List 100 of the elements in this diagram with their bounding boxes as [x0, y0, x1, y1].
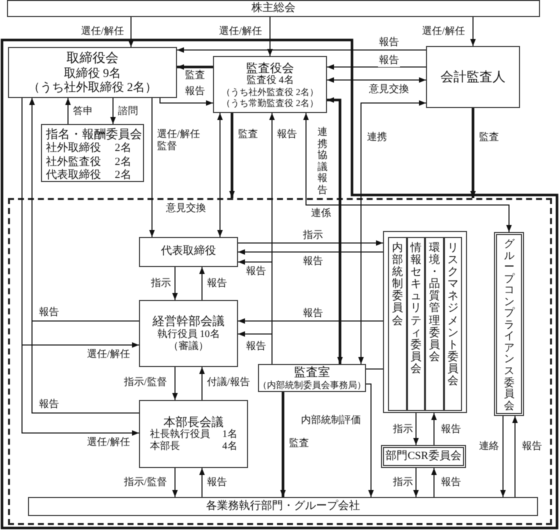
node-title: 代表取締役 [161, 245, 216, 259]
arrow [172, 366, 178, 400]
edge-label: 指示/監督 [123, 477, 168, 488]
arrow [172, 266, 178, 300]
edge-label: 意見交換 [165, 203, 207, 214]
edge-label: 指示 [392, 424, 414, 436]
committee-column [406, 237, 425, 411]
node-title: 環境・品質管理委員会 [428, 242, 440, 363]
arrow [110, 98, 116, 124]
committee-group-box [383, 231, 467, 413]
arrow [470, 108, 476, 198]
node-text: （うち社外監査役 2名） [222, 86, 318, 98]
edge-label: 報告 [38, 399, 60, 410]
arrow [238, 249, 384, 255]
committee-column [444, 237, 462, 411]
edge-label: 報告 [378, 55, 400, 66]
arrow [326, 64, 426, 70]
arrow [65, 98, 71, 124]
edge-label: 連携協議報告 [316, 127, 329, 196]
arrow [470, 16, 476, 46]
edge-label: 報告 [245, 341, 267, 352]
arrow [229, 113, 235, 198]
edge-label: 諮問 [117, 106, 139, 118]
edge-label: 連係 [310, 208, 332, 220]
node-title: 部門CSR委員会 [386, 450, 462, 464]
audit-office-box [258, 364, 366, 392]
arrow [512, 416, 518, 498]
committee-box [41, 124, 144, 182]
node-title: 会計監査人 [440, 69, 506, 85]
compliance-committee-box [494, 232, 524, 416]
edge-label: 監査 [478, 132, 500, 144]
edge-label: 選任/解任 [80, 26, 125, 38]
arrow [160, 98, 214, 106]
edge-label: 意見交換 [368, 84, 410, 96]
arrow [431, 468, 437, 498]
edge-label: 内部統制評価 [300, 415, 362, 426]
edge-label: 連絡 [478, 441, 500, 452]
arrow [128, 16, 134, 48]
node-title: 取締役会 [66, 50, 118, 66]
node-text: 監査役 4名 [246, 74, 294, 87]
edge-label: 報告 [184, 86, 206, 98]
edge-label: 報告 [38, 307, 60, 318]
edge-label: 選任/解任 [86, 437, 131, 448]
arrow [176, 47, 426, 53]
committee-column [388, 237, 406, 411]
edge-label: 指示 [392, 477, 414, 488]
arrow [238, 240, 384, 246]
node-title: 本部長会議 [164, 414, 224, 429]
edge-label: 報告 [206, 278, 228, 290]
arrow [366, 384, 374, 498]
executive-box [139, 237, 238, 267]
node-text: 代表取締役 2名 [46, 168, 132, 182]
arrow [199, 266, 205, 300]
node-text: （うち常勤監査役 2名） [222, 98, 318, 108]
node-title: 経営幹部会議 [152, 314, 224, 328]
node-text: 取締役 9名 [64, 66, 121, 80]
node-title: リスクマネジメント委員会 [447, 242, 458, 388]
node-title: 監査役会 [246, 60, 294, 74]
division-bar [28, 497, 538, 516]
arrow [500, 416, 506, 498]
arrow [327, 97, 343, 364]
arrow [413, 468, 419, 498]
node-title: 内部統制委員会 [392, 242, 403, 327]
committee-column [425, 237, 444, 411]
edge-label: 監査 [184, 70, 206, 82]
edge-label: 報告 [206, 477, 228, 488]
node-title: 指名・報酬委員会 [46, 127, 142, 142]
arrow [217, 112, 223, 238]
arrow [280, 392, 286, 497]
edge-label: 報告 [440, 477, 462, 488]
edge-label: 選任/解任 [86, 349, 131, 360]
node-text: 社外取締役 2名 [46, 142, 132, 156]
arrow [267, 16, 273, 56]
edge-label: 報告 [521, 441, 543, 452]
node-text: 社長執行役員 1名 [150, 429, 238, 440]
node-text: （審議） [168, 340, 208, 353]
edge-label: 報告 [378, 37, 400, 48]
arrow [358, 100, 426, 364]
edge-label: 監査 [237, 129, 259, 140]
arrow [303, 112, 512, 232]
committee-box [381, 445, 466, 468]
arrow [199, 366, 205, 400]
edge-label: 報告 [276, 129, 298, 140]
audit-board-box [213, 56, 327, 113]
node-text: 本部長 4名 [150, 441, 238, 454]
board-box [8, 47, 177, 98]
edge-label: 連携 [366, 132, 388, 144]
node-title: 情報セキュリティ委員会 [410, 242, 422, 376]
meeting-box [7, 0, 540, 17]
execution-frame [8, 198, 552, 525]
node-text: （うち社外取締役 2名） [28, 80, 157, 95]
node-title: 監査室 [294, 365, 330, 380]
edge-label: 報告 [245, 266, 267, 278]
node-title: 各業務執行部門・グループ会社 [206, 500, 360, 514]
node-text: 社外監査役 2名 [46, 156, 132, 168]
node-text: （内部統制委員会事務局） [258, 380, 366, 391]
auditor-box [426, 46, 520, 108]
edge-label: 指示 [302, 230, 324, 242]
arrow [238, 331, 272, 364]
meeting-box [139, 400, 248, 468]
